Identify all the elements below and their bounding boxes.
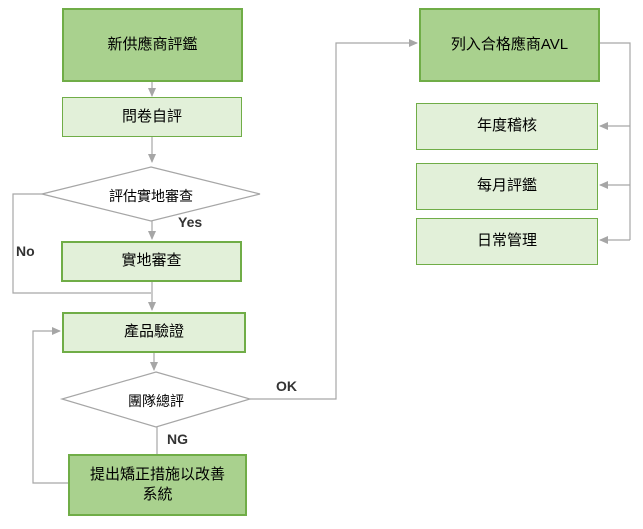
edge-label-yes: Yes [178, 214, 203, 230]
connector-no-loop [12, 193, 151, 294]
node-questionnaire-self-assessment-label: 問卷自評 [121, 107, 182, 125]
arrow-corrective-action-loop-to-product-verification [32, 327, 68, 484]
node-corrective-action: 提出矯正措施以改善系統 [68, 454, 247, 516]
node-onsite-audit: 實地審查 [61, 241, 242, 282]
node-questionnaire-self-assessment: 問卷自評 [62, 97, 242, 137]
node-daily-management: 日常管理 [416, 218, 598, 265]
node-annual-audit: 年度稽核 [416, 103, 598, 150]
decision-team-overall-evaluation-label: 團隊總評 [128, 393, 184, 409]
node-daily-management-label: 日常管理 [476, 232, 537, 250]
node-approved-vendor-list: 列入合格應商AVL [419, 8, 600, 82]
node-product-verification-label: 產品驗證 [123, 323, 184, 341]
edge-label-ng: NG [167, 431, 188, 447]
decision-team-overall-evaluation-shape [59, 371, 253, 428]
node-new-supplier-evaluation-label: 新供應商評鑑 [107, 35, 198, 53]
decision-assess-onsite-audit-label: 評估實地審查 [109, 188, 193, 204]
node-new-supplier-evaluation: 新供應商評鑑 [62, 8, 243, 82]
node-onsite-audit-label: 實地審查 [121, 252, 182, 270]
edge-label-no: No [16, 243, 35, 259]
node-corrective-action-label: 提出矯正措施以改善系統 [89, 465, 225, 503]
decision-assess-onsite-audit-shape [41, 166, 261, 222]
node-monthly-evaluation: 每月評鑑 [416, 163, 598, 210]
node-annual-audit-label: 年度稽核 [476, 117, 537, 135]
node-monthly-evaluation-label: 每月評鑑 [476, 177, 537, 195]
edge-label-ok: OK [276, 378, 297, 394]
connector-avl-feedback-line [600, 42, 631, 240]
node-product-verification: 產品驗證 [62, 312, 246, 353]
node-approved-vendor-list-label: 列入合格應商AVL [450, 35, 569, 53]
arrow-ok-to-avl [250, 39, 418, 400]
